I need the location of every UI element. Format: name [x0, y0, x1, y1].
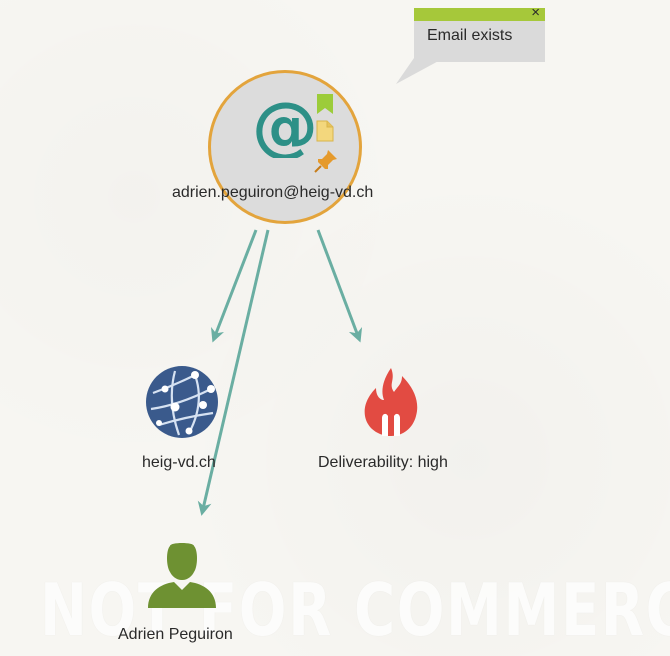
callout-tail: [396, 58, 444, 84]
deliverability-node-label: Deliverability: high: [318, 454, 448, 471]
person-icon[interactable]: [146, 540, 218, 610]
note-icon: [316, 120, 334, 142]
pin-icon: [314, 150, 337, 173]
callout-header-bar: ×: [414, 4, 545, 21]
callout-text: Email exists: [427, 27, 513, 44]
email-at-icon: @: [252, 94, 318, 158]
email-exists-callout: × Email exists: [414, 4, 545, 62]
edge-email-to-person: [197, 229, 270, 516]
close-icon[interactable]: ×: [531, 4, 540, 21]
globe-network-icon[interactable]: [145, 365, 219, 439]
edge-email-to-deliverability: [316, 229, 363, 343]
bookmark-icon: [317, 94, 333, 114]
email-node-label: adrien.peguiron@heig-vd.ch: [172, 184, 374, 201]
person-node-label: Adrien Peguiron: [118, 626, 233, 643]
email-node[interactable]: [208, 70, 362, 224]
fire-icon[interactable]: [358, 366, 424, 438]
domain-node-label: heig-vd.ch: [142, 454, 216, 471]
svg-text:@: @: [252, 94, 318, 158]
watermark: NOT FOR COMMERCIAL USE: [40, 568, 670, 652]
edge-email-to-domain: [210, 229, 258, 343]
